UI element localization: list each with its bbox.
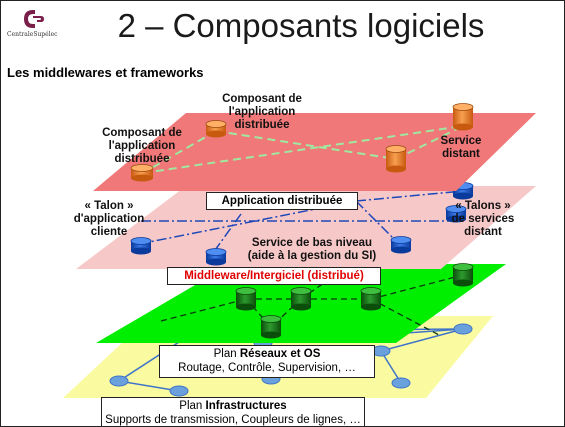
blue-cylinders (130, 182, 474, 266)
label-remote-service: Service distant (440, 135, 482, 160)
label-low-level-service: Service de bas niveau (aide à la gestion… (247, 237, 377, 262)
orange-cylinder-icon (385, 145, 407, 173)
component-dashed-links (142, 125, 464, 174)
middleware-label-box: Middleware/Intergiciel (distribué) (167, 267, 381, 285)
network-node (453, 323, 473, 335)
logo-mark-icon (24, 10, 44, 28)
label-service-stubs: « Talons » de services distant (451, 200, 515, 238)
network-os-plane-box: Plan Réseaux et OS Routage, Contrôle, Su… (159, 345, 375, 378)
green-cylinders (235, 263, 474, 339)
slide-title: 2 – Composants logiciels (117, 7, 485, 44)
network-plane-details: Routage, Contrôle, Supervision, … (178, 362, 356, 374)
blue-cylinder-icon (445, 205, 467, 223)
green-cylinder-icon (452, 263, 474, 287)
label-component-top: Composant de l'application distribuée (222, 93, 302, 131)
infrastructure-plane-box: Plan Infrastructures Supports de transmi… (101, 397, 365, 426)
slide-subtitle: Les middlewares et frameworks (7, 65, 204, 80)
network-node (109, 375, 129, 387)
label-client-stub: « Talon » d'application cliente (73, 200, 145, 238)
green-cylinder-icon (290, 287, 312, 311)
orange-cylinder-icon (205, 120, 227, 138)
centralesupelec-logo: CentraleSupélec (7, 3, 59, 43)
orange-cylinders (130, 103, 474, 182)
infra-plane-title: Plan Infrastructures (179, 400, 287, 412)
network-plane-title: Plan Réseaux et OS (213, 348, 321, 360)
application-plane (76, 186, 536, 269)
blue-cylinder-icon (390, 236, 412, 254)
network-node (169, 385, 189, 397)
orange-cylinder-icon (452, 103, 474, 131)
green-cylinder-icon (235, 287, 257, 311)
network-node (391, 377, 411, 389)
orange-cylinder-icon (130, 164, 154, 182)
blue-cylinder-icon (205, 248, 227, 266)
component-plane (93, 113, 536, 191)
distributed-application-box: Application distribuée (206, 192, 358, 210)
logo-text: CentraleSupélec (7, 31, 58, 38)
label-component-left: Composant de l'application distribuée (102, 127, 182, 165)
infra-plane-details: Supports de transmission, Coupleurs de l… (105, 414, 361, 426)
blue-cylinder-icon (130, 237, 152, 255)
green-cylinder-icon (360, 287, 382, 311)
green-cylinder-icon (260, 315, 282, 339)
